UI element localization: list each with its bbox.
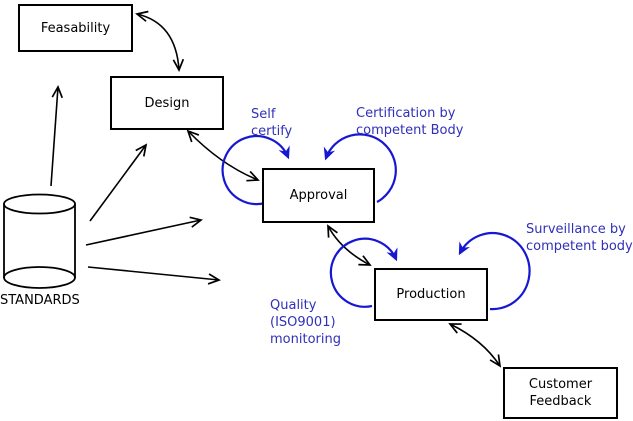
node-design: Design (110, 76, 224, 130)
annotation-certification: Certification by competent Body (356, 106, 464, 138)
loop-self-certify (221, 134, 290, 206)
node-feasability: Feasability (18, 4, 133, 52)
edge-feasability-design (135, 10, 185, 72)
edge-standards-production (87, 266, 221, 285)
node-approval: Approval (262, 168, 375, 223)
standards-label: STANDARDS (0, 293, 80, 308)
annotation-quality-monitoring: Quality (ISO9001) monitoring (270, 298, 341, 347)
edge-approval-production (327, 224, 372, 266)
node-production: Production (374, 268, 488, 321)
edge-standards-approval (85, 216, 203, 246)
node-feasability-label: Feasability (40, 20, 111, 36)
standards-cylinder-shape (3, 193, 76, 289)
node-design-label: Design (144, 95, 190, 111)
node-production-label: Production (396, 287, 466, 302)
annotation-surveillance: Surveillance by competent body (526, 222, 633, 254)
loop-certification (323, 133, 397, 203)
edge-production-feedback (448, 323, 502, 368)
node-approval-label: Approval (289, 188, 348, 203)
annotation-self-certify: Self certify (251, 107, 293, 139)
node-customer-feedback-label: Customer Feedback (528, 377, 593, 409)
loop-surveillance (458, 231, 531, 311)
loop-quality-monitoring (329, 237, 398, 308)
edge-design-approval (186, 129, 260, 182)
edge-standards-feasability (50, 85, 64, 187)
edge-standards-design (89, 143, 148, 222)
node-customer-feedback: Customer Feedback (503, 367, 618, 419)
